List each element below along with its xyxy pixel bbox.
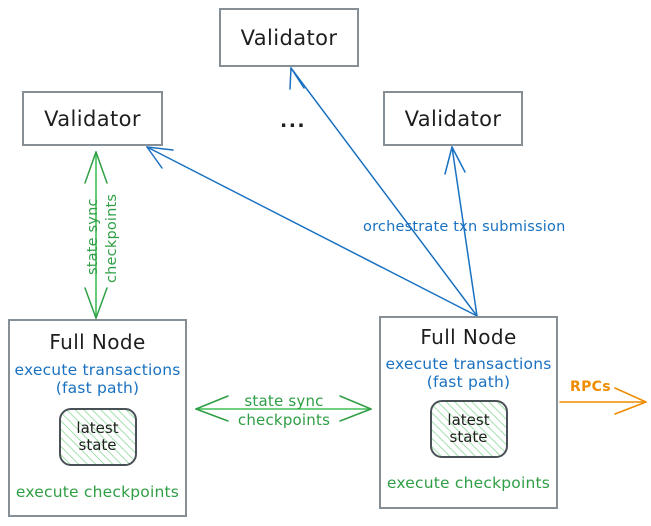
- fullnode-left-blue-line-2: (fast path): [55, 379, 140, 398]
- fullnode-left-latest-state-line-1: latest: [76, 418, 119, 437]
- fullnode-right-box[interactable]: Full Node execute transactions (fast pat…: [379, 316, 558, 509]
- fullnode-left-latest-state-box[interactable]: latest state: [58, 407, 137, 466]
- fullnode-left-box[interactable]: Full Node execute transactions (fast pat…: [8, 319, 187, 517]
- fullnode-left-blue-text: execute transactions (fast path): [14, 361, 180, 398]
- fullnode-right-green-text: execute checkpoints: [386, 473, 551, 492]
- edge-state-sync-horizontal-label: state sync checkpoints: [232, 392, 336, 430]
- validator-left-box[interactable]: Validator: [22, 91, 163, 146]
- edge-orchestrate-label: orchestrate txn submission: [363, 219, 566, 235]
- fullnode-right-latest-state-line-1: latest: [447, 410, 490, 429]
- fullnode-right-title: Full Node: [420, 325, 517, 349]
- fullnode-right-latest-state-box[interactable]: latest state: [429, 399, 508, 458]
- edge-state-sync-horizontal-label-line1: state sync: [244, 392, 324, 410]
- fullnode-left-title: Full Node: [49, 330, 146, 354]
- edge-state-sync-vertical-label-line1: state sync: [85, 198, 101, 275]
- validator-top-box[interactable]: Validator: [219, 8, 359, 67]
- validator-top-label: Validator: [240, 25, 338, 50]
- fullnode-left-green-text: execute checkpoints: [15, 482, 180, 501]
- validator-left-label: Validator: [44, 106, 141, 131]
- fullnode-right-blue-line-2: (fast path): [426, 373, 511, 392]
- fullnode-right-blue-line-1: execute transactions: [385, 355, 552, 373]
- fullnode-left-latest-state-line-2: state: [78, 435, 117, 454]
- validator-right-box[interactable]: Validator: [383, 91, 523, 146]
- fullnode-right-blue-text: execute transactions (fast path): [385, 355, 551, 392]
- fullnode-right-latest-state-line-2: state: [449, 427, 488, 446]
- validator-right-label: Validator: [404, 106, 502, 131]
- edge-state-sync-horizontal-label-line2: checkpoints: [237, 410, 331, 429]
- validators-ellipsis: ...: [280, 110, 307, 132]
- fullnode-left-blue-line-1: execute transactions: [14, 361, 181, 379]
- edge-state-sync-vertical-label-line2: checkpoints: [104, 193, 120, 283]
- edge-rpcs-label: RPCs: [570, 379, 611, 395]
